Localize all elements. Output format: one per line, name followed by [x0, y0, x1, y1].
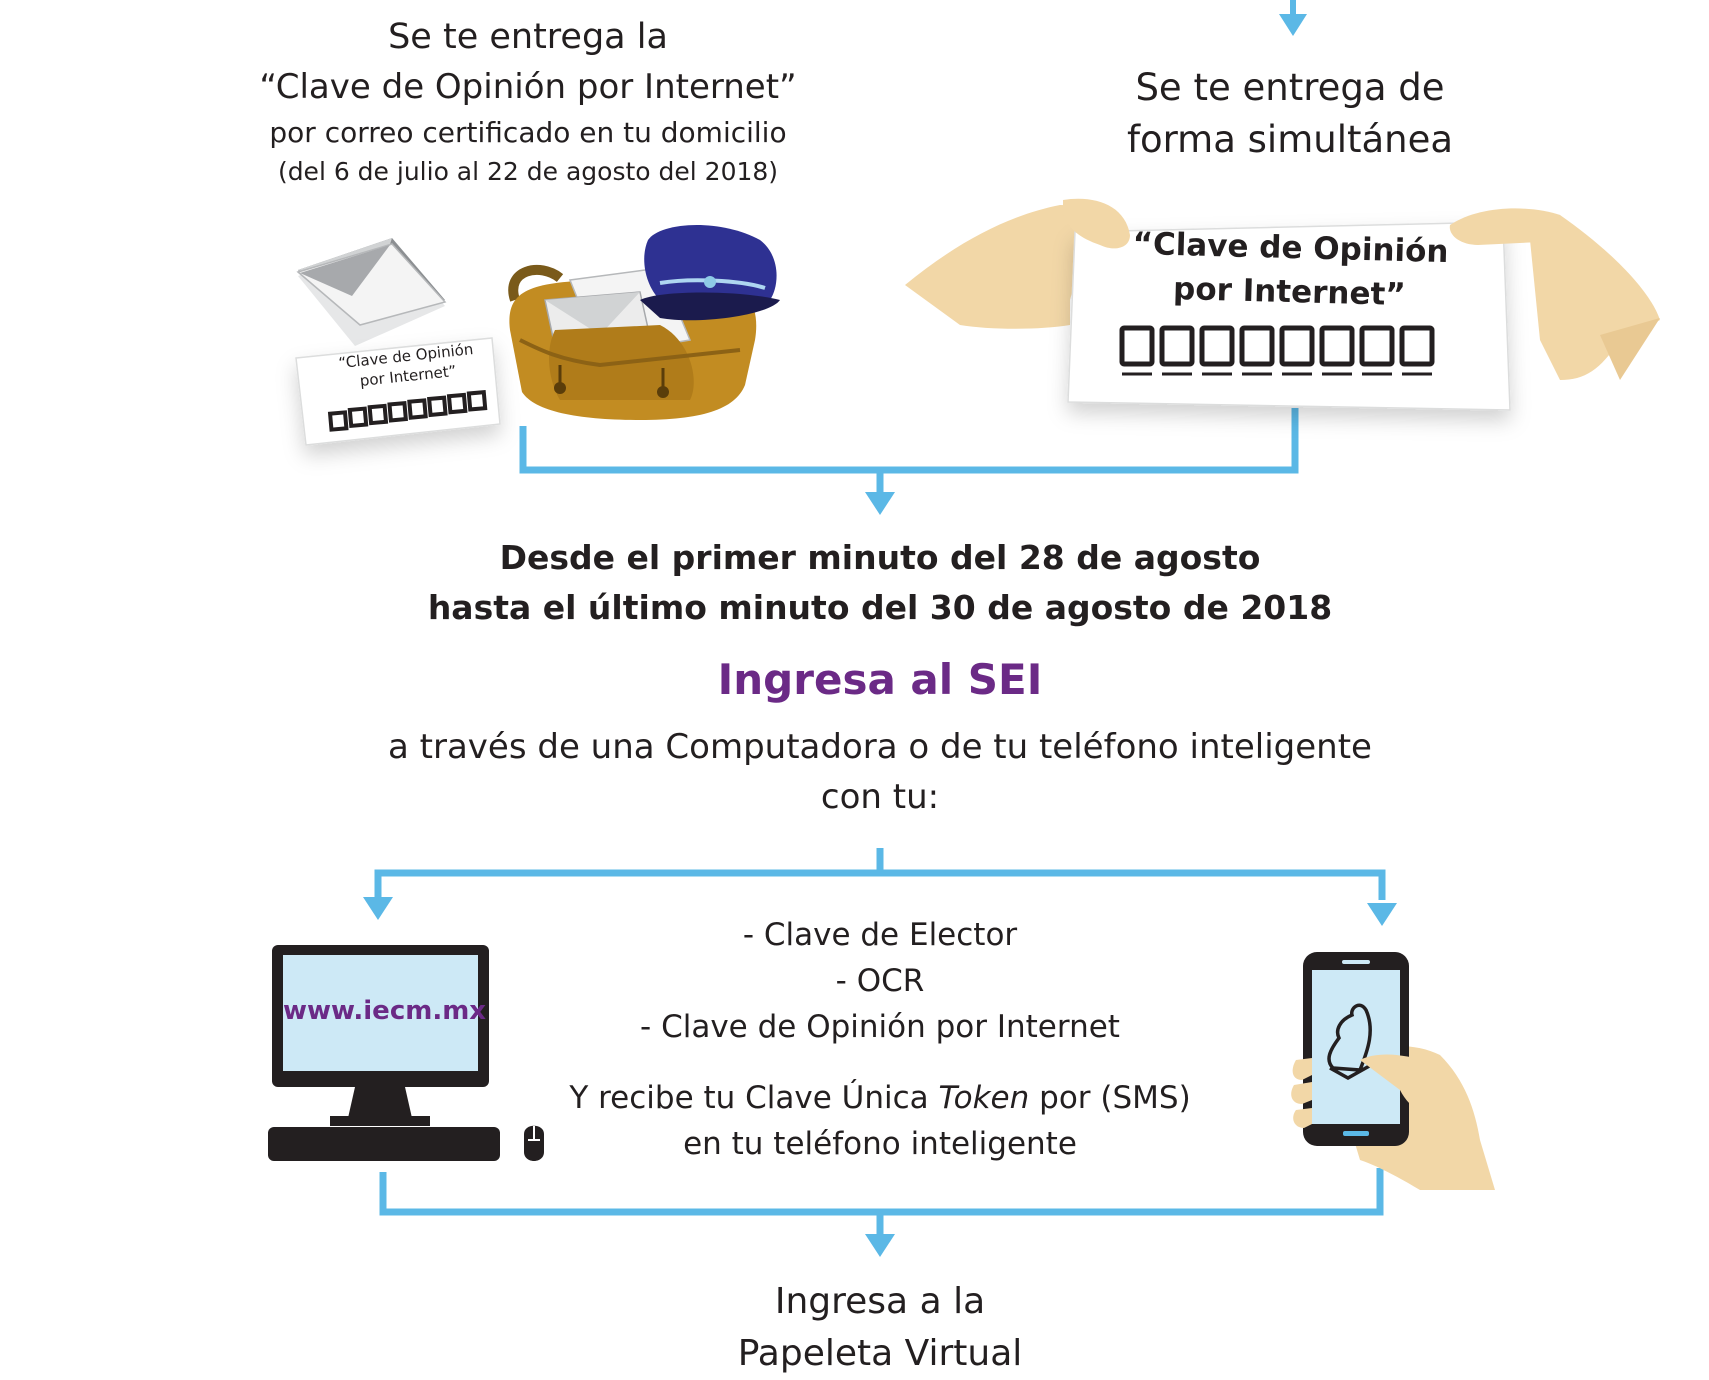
right-delivery-text: Se te entrega de forma simultánea [1060, 62, 1520, 166]
right-delivery-line2: forma simultánea [1126, 118, 1454, 161]
final-line1: Ingresa a la [774, 1281, 986, 1322]
credential-item: - Clave de Elector [742, 917, 1018, 953]
left-delivery-line2: “Clave de Opinión por Internet” [259, 67, 797, 107]
device-line2: con tu: [820, 777, 940, 817]
right-delivery-line1: Se te entrega de [1135, 66, 1445, 109]
left-delivery-line4: (del 6 de julio al 22 de agosto del 2018… [277, 157, 779, 186]
credential-item: - OCR [835, 963, 925, 999]
token-line1: Y recibe tu Clave Única Token por (SMS) [500, 1075, 1260, 1121]
big-card-label: “Clave de Opinión por Internet” [1089, 221, 1491, 319]
final-line2: Papeleta Virtual [737, 1333, 1023, 1374]
left-delivery-line1: Se te entrega la [388, 17, 668, 57]
token-line1-before: Y recibe tu Clave Única [569, 1080, 939, 1116]
connector-merge-2 [379, 1168, 1384, 1257]
device-text: a través de una Computadora o de tu telé… [330, 722, 1430, 822]
computer-icon [268, 945, 544, 1161]
token-line1-after: por (SMS) [1029, 1080, 1191, 1116]
credentials-list: - Clave de Elector - OCR - Clave de Opin… [560, 912, 1200, 1050]
small-card-boxes [327, 390, 488, 432]
envelope-icon [296, 238, 447, 346]
token-text: Y recibe tu Clave Única Token por (SMS) … [500, 1075, 1260, 1167]
credential-item: - Clave de Opinión por Internet [640, 1009, 1120, 1045]
token-line2: en tu teléfono inteligente [683, 1126, 1077, 1162]
hands-icon [905, 205, 1660, 380]
big-card-boxes [1119, 325, 1435, 367]
left-delivery-text: Se te entrega la “Clave de Opinión por I… [178, 12, 878, 190]
sei-title: Ingresa al SEI [717, 655, 1043, 704]
dates-line1: Desde el primer minuto del 28 de agosto [499, 538, 1261, 577]
hand-fingers [1063, 198, 1561, 249]
mail-cap-icon [640, 224, 780, 321]
connector-split [363, 848, 1397, 926]
dates-text: Desde el primer minuto del 28 de agosto … [380, 533, 1380, 633]
connector-merge-1 [519, 408, 1299, 515]
token-word: Token [938, 1080, 1030, 1116]
device-line1: a través de una Computadora o de tu telé… [388, 727, 1372, 767]
smartphone-icon [1291, 952, 1495, 1190]
top-arrow [1279, 0, 1307, 36]
monitor-url: www.iecm.mx [283, 996, 487, 1026]
left-delivery-line3: por correo certificado en tu domicilio [269, 116, 787, 149]
final-step-text: Ingresa a la Papeleta Virtual [580, 1276, 1180, 1380]
dates-line2: hasta el último minuto del 30 de agosto … [427, 588, 1333, 627]
